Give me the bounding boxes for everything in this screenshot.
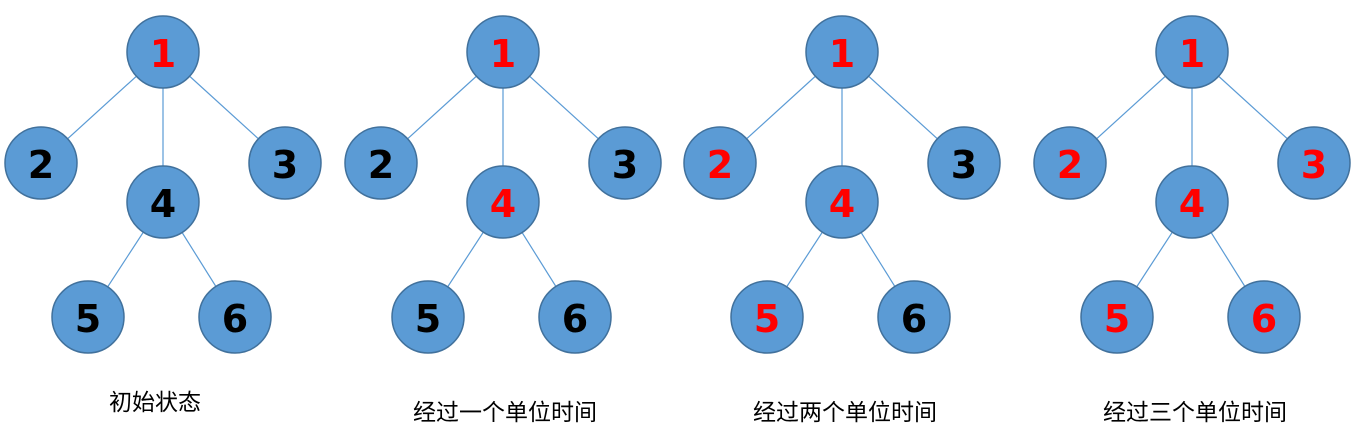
node-5: [1080, 280, 1154, 354]
panel-caption: 经过三个单位时间: [1103, 400, 1287, 426]
node-label: 1: [490, 32, 516, 76]
node-6: [1227, 280, 1301, 354]
node-3: [248, 126, 322, 200]
panel-4: 1 2 3 4 5 6 经过三个单位时间: [1033, 15, 1351, 426]
node-5: [51, 280, 125, 354]
node-label: 2: [28, 143, 54, 187]
node-6: [877, 280, 951, 354]
panel-1: 1 2 3 4 5 6 初始状态: [4, 15, 322, 416]
node-4: [126, 165, 200, 239]
node-label: 5: [75, 297, 101, 341]
node-label: 6: [562, 297, 588, 341]
node-1: [466, 15, 540, 89]
node-3: [927, 126, 1001, 200]
node-label: 4: [150, 182, 176, 226]
node-5: [730, 280, 804, 354]
node-label: 4: [829, 182, 855, 226]
node-2: [4, 126, 78, 200]
node-label: 2: [1057, 143, 1083, 187]
panel-caption: 经过一个单位时间: [413, 400, 597, 426]
node-4: [466, 165, 540, 239]
node-label: 5: [1104, 297, 1130, 341]
node-label: 3: [951, 143, 977, 187]
node-6: [538, 280, 612, 354]
node-label: 4: [490, 182, 516, 226]
node-label: 5: [754, 297, 780, 341]
node-1: [1155, 15, 1229, 89]
node-label: 1: [1179, 32, 1205, 76]
node-2: [683, 126, 757, 200]
node-label: 3: [272, 143, 298, 187]
panel-caption: 经过两个单位时间: [753, 400, 937, 426]
node-label: 4: [1179, 182, 1205, 226]
node-label: 6: [901, 297, 927, 341]
node-6: [198, 280, 272, 354]
node-label: 1: [150, 32, 176, 76]
node-label: 2: [368, 143, 394, 187]
node-1: [805, 15, 879, 89]
node-4: [1155, 165, 1229, 239]
panel-3: 1 2 3 4 5 6 经过两个单位时间: [683, 15, 1001, 426]
node-5: [391, 280, 465, 354]
node-label: 6: [222, 297, 248, 341]
panel-2: 1 2 3 4 5 6 经过一个单位时间: [344, 15, 662, 426]
node-4: [805, 165, 879, 239]
node-label: 3: [612, 143, 638, 187]
node-3: [588, 126, 662, 200]
node-label: 5: [415, 297, 441, 341]
node-label: 1: [829, 32, 855, 76]
panel-caption: 初始状态: [109, 390, 201, 416]
node-label: 6: [1251, 297, 1277, 341]
node-3: [1277, 126, 1351, 200]
node-2: [1033, 126, 1107, 200]
node-label: 3: [1301, 143, 1327, 187]
node-2: [344, 126, 418, 200]
node-label: 2: [707, 143, 733, 187]
node-1: [126, 15, 200, 89]
